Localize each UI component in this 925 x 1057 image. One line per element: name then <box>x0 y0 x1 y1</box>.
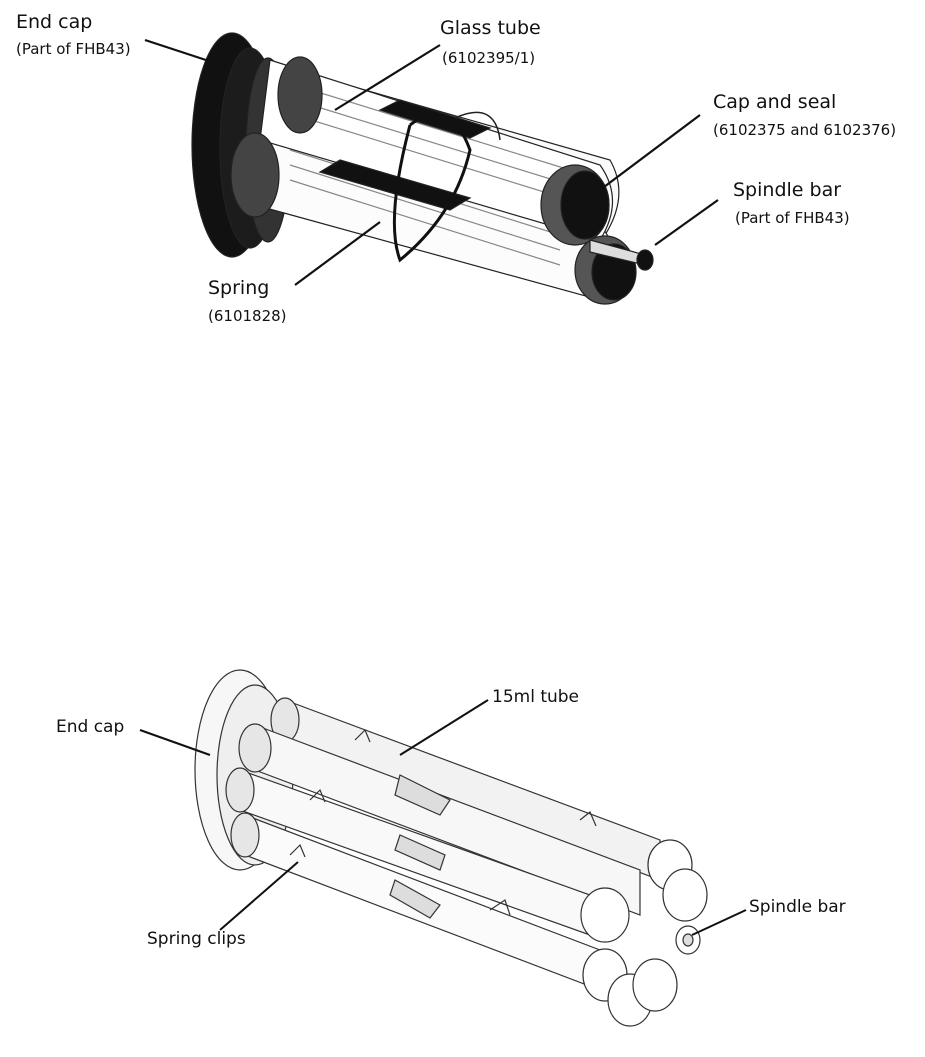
spindle-bar-label-2: Spindle bar <box>749 897 846 917</box>
spring-part-label: (6101828) <box>208 307 287 325</box>
end-cap-part-label: (Part of FHB43) <box>16 40 131 58</box>
glass-tube-rotor-illustration <box>144 32 719 305</box>
spindle-bar-end <box>675 925 701 955</box>
spring-clip <box>354 728 371 743</box>
tube-bundle <box>225 697 708 1027</box>
spring-label: Spring <box>208 277 270 299</box>
end-cap-plate <box>194 669 286 871</box>
cap-and-seal-label: Cap and seal <box>713 91 837 113</box>
end-cap-label-2: End cap <box>56 717 125 737</box>
cap-and-seal-part-label: (6102375 and 6102376) <box>713 121 897 139</box>
spindle-bar-label: Spindle bar <box>733 179 842 201</box>
tube-15ml-label: 15ml tube <box>492 687 580 707</box>
end-cap-label: End cap <box>16 11 93 33</box>
spindle-bar-part-label: (Part of FHB43) <box>735 209 850 227</box>
spring-clips-label: Spring clips <box>147 929 246 949</box>
spring <box>392 113 472 263</box>
glass-tube-part-label: (6102395/1) <box>442 49 536 67</box>
glass-tube-label: Glass tube <box>440 17 541 39</box>
